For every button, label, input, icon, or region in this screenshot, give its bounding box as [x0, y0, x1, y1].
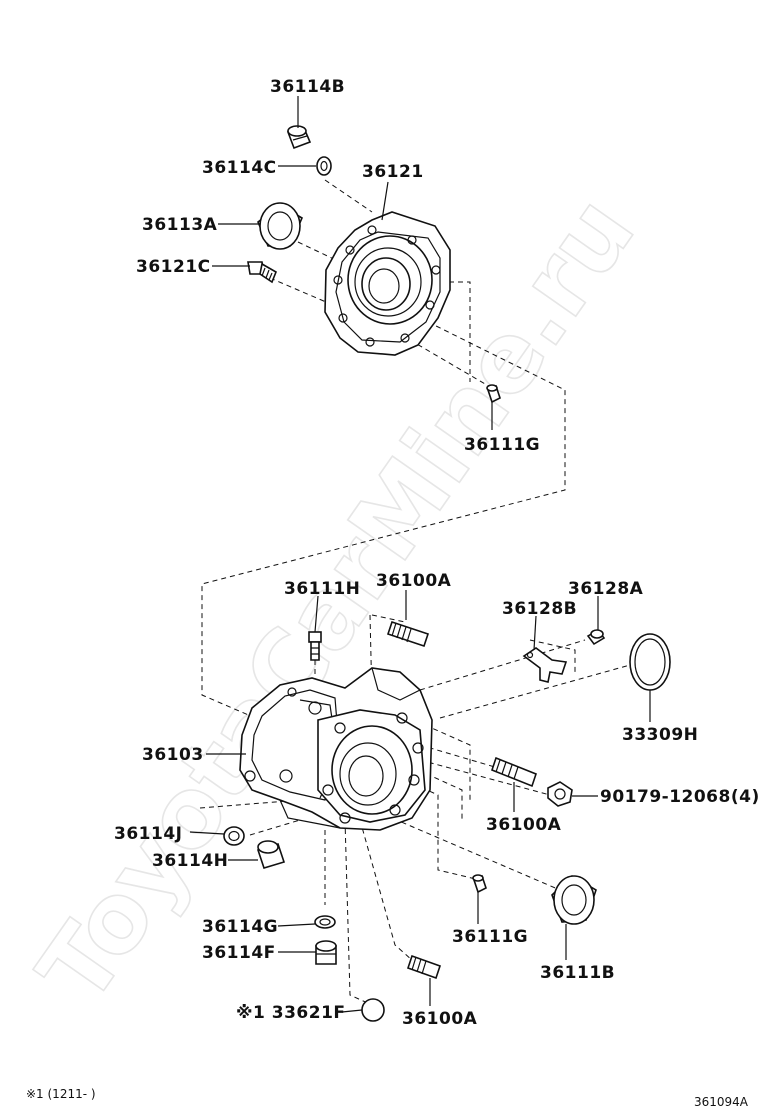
label-36114J: 36114J [114, 824, 182, 844]
bracket-36128B [522, 647, 568, 683]
label-36121: 36121 [362, 162, 424, 182]
label-36100A-bottom: 36100A [402, 1009, 478, 1029]
stud-36100A-mid [491, 756, 537, 788]
label-36100A-top: 36100A [376, 571, 452, 591]
transfer-case-36103 [239, 667, 433, 831]
nut-90179-12068 [547, 781, 573, 807]
label-36103: 36103 [142, 745, 204, 765]
pin-36111G-top [486, 384, 501, 404]
oil-seal-36113A [257, 202, 304, 250]
stud-36100A-top [386, 620, 430, 648]
plug-36114H [256, 840, 286, 869]
gasket-36114G [314, 915, 336, 929]
pin-36111G-bottom [472, 874, 487, 894]
label-33621F: ※1 33621F [236, 1003, 346, 1023]
label-36114F: 36114F [202, 943, 276, 963]
label-36128A: 36128A [568, 579, 644, 599]
label-36114B: 36114B [270, 77, 345, 97]
gasket-36114J [223, 826, 245, 846]
part-labels: 36114B 36114C 36121 36113A 36121C 36111G… [114, 77, 760, 1029]
oil-seal-36111B [551, 875, 597, 925]
label-36111G-bottom: 36111G [452, 927, 528, 947]
stud-36100A-bottom [406, 954, 442, 980]
label-36128B: 36128B [502, 599, 577, 619]
extension-housing-cover [324, 211, 451, 356]
label-36111B: 36111B [540, 963, 615, 983]
label-36100A-mid: 36100A [486, 815, 562, 835]
diagram-code: 361094A [694, 1095, 749, 1109]
gasket-36114C [316, 156, 332, 176]
bolt-36121C [247, 261, 278, 284]
leader-lines [189, 96, 651, 1013]
label-36121C: 36121C [136, 257, 211, 277]
plug-36114B [286, 125, 312, 150]
plug-36114F [315, 940, 337, 965]
label-36111G-top: 36111G [464, 435, 540, 455]
bolt-36128A [586, 628, 606, 646]
breather-36111H [308, 631, 322, 661]
label-36114H: 36114H [152, 851, 228, 871]
label-90179-12068: 90179-12068(4) [600, 787, 760, 807]
footnote: ※1 (1211- ) [26, 1087, 96, 1101]
gasket-33309H [629, 633, 671, 691]
label-36113A: 36113A [142, 215, 218, 235]
label-36114C: 36114C [202, 158, 277, 178]
label-36114G: 36114G [202, 917, 278, 937]
oring-33621F [361, 998, 385, 1022]
label-33309H: 33309H [622, 725, 698, 745]
label-36111H: 36111H [284, 579, 360, 599]
